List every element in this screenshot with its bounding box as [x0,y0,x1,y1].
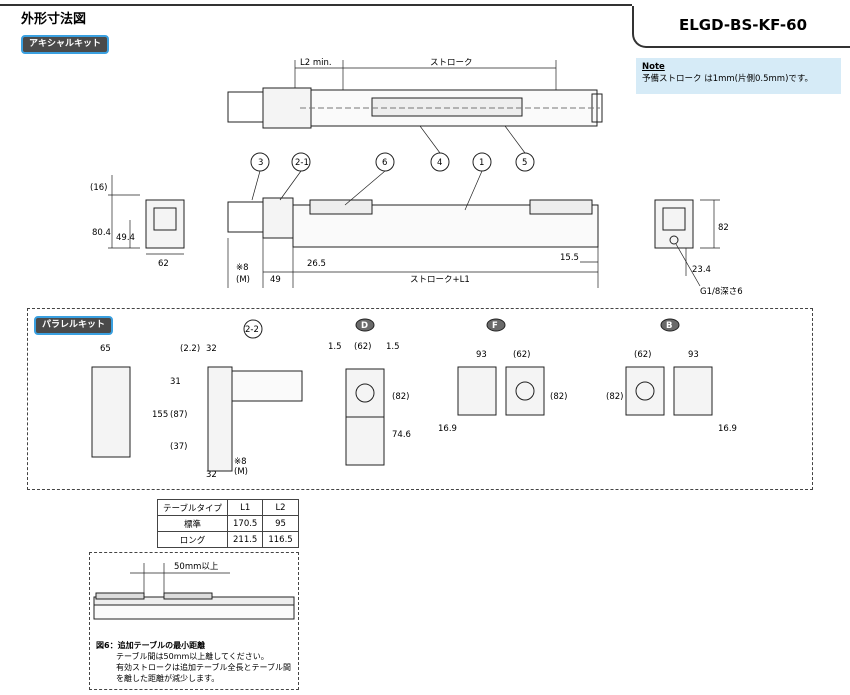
dim-d-74-6: 74.6 [392,430,411,440]
dim-f-93: 93 [476,350,487,360]
dim-31: 31 [170,377,181,387]
dim-62: 62 [158,259,169,269]
callout-2-1: 2-1 [295,158,309,168]
table-type-table: テーブルタイプ L1 L2 標準 170.5 95 ロング 211.5 116.… [157,499,299,548]
callout-1: 1 [479,158,484,168]
table-cell: 211.5 [226,531,264,548]
callouts [250,125,535,211]
dim-f-16-9: 16.9 [438,424,457,434]
dim-16: (16) [90,183,107,193]
dim-stroke-l1: ストローク+L1 [410,275,470,285]
view-b-label: B [666,321,672,331]
right-end-view [654,199,720,287]
page-title: 外形寸法図 [21,12,87,27]
top-view [227,60,603,129]
callout-6: 6 [382,158,387,168]
dim-2-2: (2.2) [180,344,200,354]
dim-155: 155 [152,410,168,420]
callout-4: 4 [437,158,442,168]
dim-d-82: (82) [392,392,409,402]
model-number: ELGD-BS-KF-60 [678,16,808,34]
dim-b-82: (82) [606,392,623,402]
view-d-label: D [361,321,368,331]
fig6-caption-line: テーブル間は50mm以上離してください。 [116,652,269,661]
table-header: L2 [262,499,299,516]
dim-p8: ※8 [234,457,247,467]
dim-26-5: 26.5 [307,259,326,269]
dim-32b: 32 [206,470,217,480]
dim-b-62: (62) [634,350,651,360]
fig6-caption-line: 有効ストロークは追加テーブル全長とテーブル間 [116,663,292,672]
dim-f-62: (62) [513,350,530,360]
dim-87: (87) [170,410,187,420]
table-cell: 95 [262,515,299,532]
table-header: テーブルタイプ [157,499,228,516]
header-rule [0,4,632,6]
dim-23-4: 23.4 [692,265,711,275]
view-f-label: F [492,321,498,331]
table-cell: 標準 [157,515,228,532]
table-cell: 170.5 [226,515,264,532]
table-header-row: テーブルタイプ L1 L2 [157,499,299,516]
dim-g18: G1/8深さ6 [700,287,743,297]
parallel-kit-frame [27,308,813,490]
table-cell: ロング [157,531,228,548]
parallel-kit-badge: パラレルキット [34,316,114,335]
dim-8: ※8 [236,263,249,273]
table-row: ロング 211.5 116.5 [157,531,299,548]
dim-80-4: 80.4 [92,228,111,238]
dim-d-1-5b: 1.5 [386,342,400,352]
dim-49-4: 49.4 [116,233,135,243]
dim-m: (M) [236,275,250,285]
callout-2-2: 2-2 [245,325,259,335]
dim-l2min: L2 min. [300,58,332,68]
dim-d-62: (62) [354,342,371,352]
table-cell: 116.5 [262,531,299,548]
side-view [227,197,599,288]
callout-3: 3 [258,158,263,168]
parallel-drawing: 65 (2.2) 32 31 155 (87) (37) 32 ※8 (M) 2… [91,318,737,480]
dim-b-16-9: 16.9 [718,424,737,434]
axial-kit-badge: アキシャルキット [21,35,110,54]
callout-5: 5 [522,158,527,168]
dim-15-5: 15.5 [560,253,579,263]
dim-d-1-5a: 1.5 [328,342,342,352]
fig6-gap-label: 50mm以上 [174,562,219,572]
dim-b-93: 93 [688,350,699,360]
dim-stroke: ストローク [430,58,473,68]
dim-f-82: (82) [550,392,567,402]
note-text: 予備ストローク は1mm(片側0.5mm)です。 [642,74,814,84]
table-row: 標準 170.5 95 [157,515,299,532]
table-header: L1 [226,499,264,516]
note-heading: Note [642,62,665,72]
fig6-caption: 図6：追加テーブルの最小距離 テーブル間は50mm以上離してください。 有効スト… [96,640,291,684]
dim-49: 49 [270,275,281,285]
fig6-drawing: 50mm以上 [93,562,295,620]
dim-65: 65 [100,344,111,354]
fig6-frame [89,552,299,690]
dim-32a: 32 [206,344,217,354]
left-end-view [108,175,185,255]
dim-pm: (M) [234,467,248,477]
model-box: ELGD-BS-KF-60 [632,6,850,48]
fig6-caption-line: を離した距離が減少します。 [116,674,220,683]
fig6-caption-title: 図6：追加テーブルの最小距離 [96,641,206,650]
axial-drawing: L2 min. ストローク 3 2-1 6 4 1 5 (16) 80.4 49… [90,58,743,297]
dim-82: 82 [718,223,729,233]
dim-37: (37) [170,442,187,452]
note-box: Note 予備ストローク は1mm(片側0.5mm)です。 [636,58,841,94]
